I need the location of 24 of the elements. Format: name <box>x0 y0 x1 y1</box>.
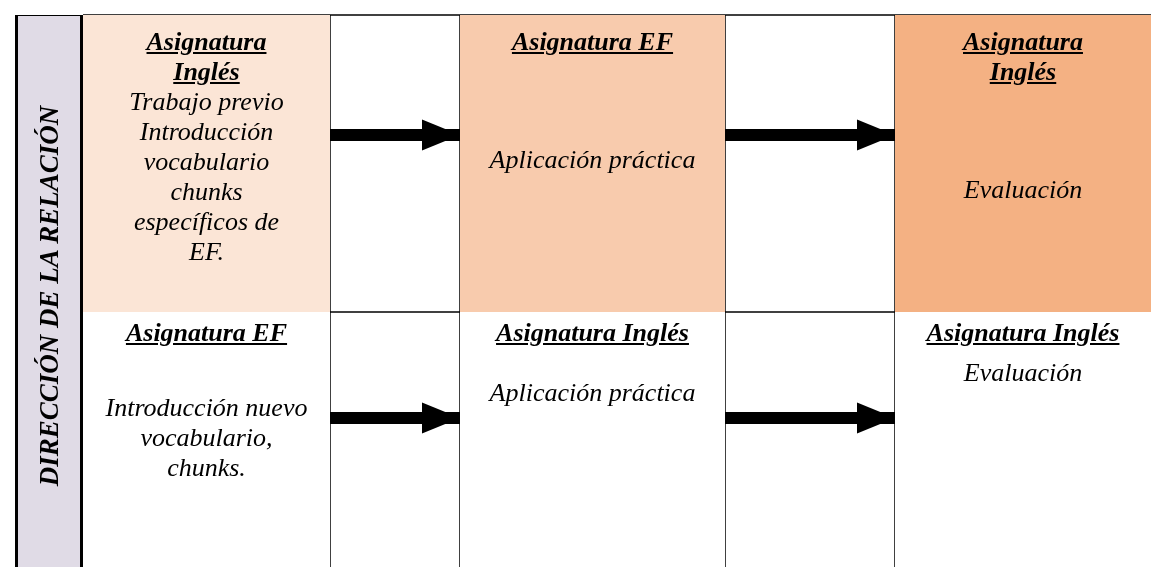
cell-heading: Asignatura EF <box>123 318 289 348</box>
cell-text: Introducción nuevo vocabulario, chunks. <box>104 393 309 483</box>
cell-heading: Asignatura EF <box>509 27 675 57</box>
cell-text: Evaluación <box>962 358 1084 388</box>
cell-text: Aplicación práctica <box>487 145 697 175</box>
cell-text: Aplicación práctica <box>487 378 697 408</box>
cell-heading: Asignatura Inglés <box>493 318 690 348</box>
step-cell <box>460 15 725 312</box>
cell-heading: Asignatura Inglés <box>960 27 1084 87</box>
block-arrow <box>725 119 895 151</box>
band-title: DIRECCIÓN DE LA RELACIÓN <box>33 105 65 486</box>
step-cell <box>895 312 1151 567</box>
cell-heading: Asignatura Inglés <box>924 318 1121 348</box>
cell-heading: Asignatura Inglés <box>144 27 268 87</box>
step-cell <box>895 15 1151 312</box>
step-cell <box>460 312 725 567</box>
block-arrow <box>330 402 460 434</box>
cell-text: Trabajo previo Introducción vocabulario chunks específicos de EF. <box>128 87 285 267</box>
vertical-band <box>15 15 83 567</box>
cell-text: Evaluación <box>962 175 1084 205</box>
block-arrow <box>330 119 460 151</box>
block-arrow <box>725 402 895 434</box>
step-cell <box>83 15 330 312</box>
step-cell <box>83 312 330 567</box>
